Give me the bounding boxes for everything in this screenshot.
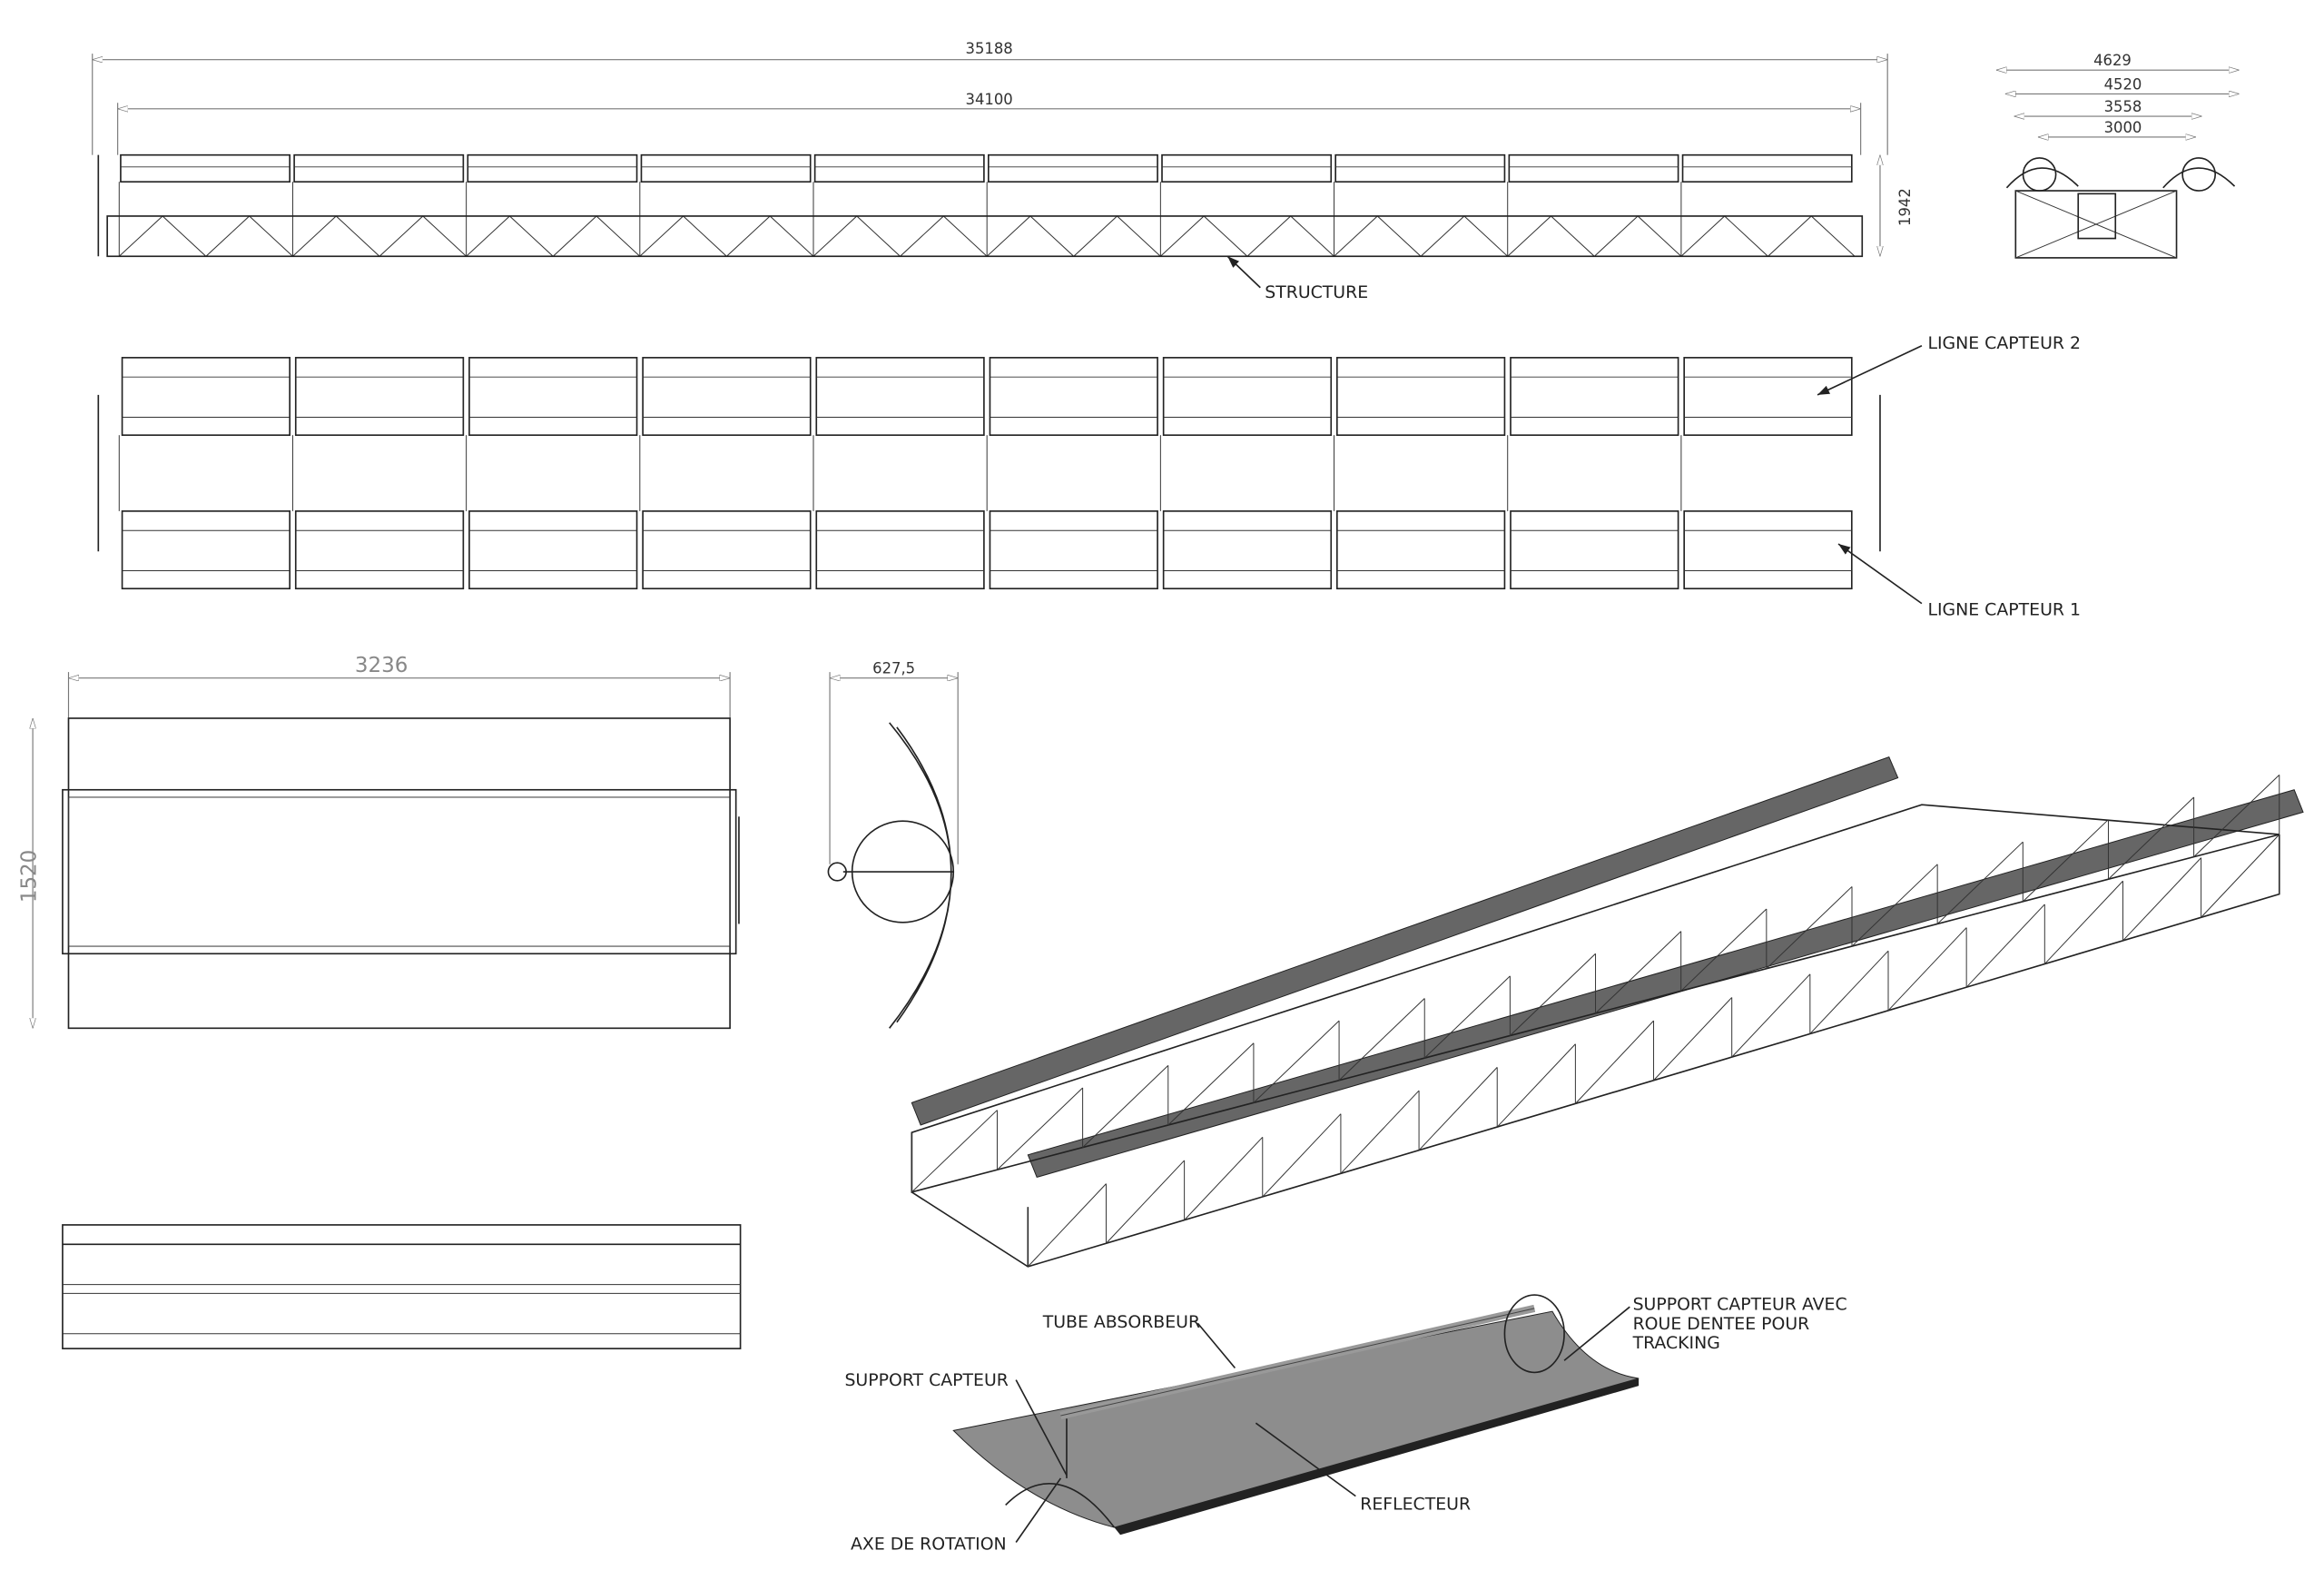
- dim-module-width: 1520: [17, 850, 41, 903]
- label-support-capteur: SUPPORT CAPTEUR: [844, 1370, 1008, 1390]
- collector-module: [121, 357, 290, 437]
- collector-module: [467, 153, 638, 183]
- dim-module-length: 3236: [355, 654, 408, 677]
- collector-module: [1334, 153, 1506, 183]
- collector-module: [989, 510, 1158, 590]
- dim-collector-length: 34100: [966, 91, 1013, 108]
- label-line-1: LIGNE CAPTEUR 1: [1927, 600, 2080, 620]
- label-line-2: LIGNE CAPTEUR 2: [1927, 333, 2080, 353]
- isometric-collector-field: [911, 756, 2304, 1268]
- collector-module: [642, 357, 812, 437]
- collector-module: [1510, 510, 1679, 590]
- end-view: 4629 4520 3558 3000: [1995, 52, 2240, 259]
- section-view: 627,5: [827, 660, 959, 1029]
- collector-rows: [118, 357, 1853, 590]
- collector-module: [1683, 510, 1853, 590]
- dim-end-4629: 4629: [2093, 52, 2132, 69]
- label-support-tracking-1: SUPPORT CAPTEUR AVEC: [1633, 1294, 1847, 1314]
- label-reflecteur: REFLECTEUR: [1360, 1494, 1471, 1514]
- collector-module: [468, 510, 638, 590]
- collector-module: [1681, 153, 1853, 183]
- collector-module: [988, 153, 1158, 183]
- dim-end-3558: 3558: [2104, 98, 2142, 115]
- collector-module: [1162, 510, 1333, 590]
- collector-module: [642, 510, 812, 590]
- collector-module: [1161, 153, 1333, 183]
- collector-module: [293, 153, 465, 183]
- collector-module: [294, 510, 465, 590]
- collector-module: [1508, 153, 1679, 183]
- collector-detail-view: TUBE ABSORBEUR SUPPORT CAPTEUR SUPPORT C…: [844, 1294, 1847, 1555]
- collector-module: [640, 153, 812, 183]
- dim-section-depth: 627,5: [872, 660, 915, 677]
- plan-view: LIGNE CAPTEUR 2 LIGNE CAPTEUR 1: [97, 333, 2081, 620]
- collector-module: [989, 357, 1158, 437]
- collector-module: [468, 357, 638, 437]
- collector-module: [121, 510, 290, 590]
- dim-end-4520: 4520: [2104, 75, 2142, 93]
- label-tube-absorbeur: TUBE ABSORBEUR: [1042, 1312, 1200, 1332]
- collector-module: [1336, 357, 1506, 437]
- label-support-tracking-3: TRACKING: [1632, 1333, 1720, 1353]
- collector-module: [815, 357, 985, 437]
- collector-module: [1336, 510, 1506, 590]
- collector-module: [1683, 357, 1853, 437]
- dim-overall-length: 35188: [966, 40, 1013, 57]
- module-elevation-view: [62, 1224, 742, 1349]
- label-support-tracking-2: ROUE DENTEE POUR: [1633, 1314, 1810, 1334]
- module-plan-view: 3236 1520: [17, 654, 740, 1030]
- collector-module: [120, 153, 290, 183]
- collector-module: [1162, 357, 1333, 437]
- collector-module: [1510, 357, 1679, 437]
- elevation-view: 35188 34100 1942 STRUCTURE: [92, 40, 1914, 302]
- label-axe-rotation: AXE DE ROTATION: [851, 1535, 1007, 1555]
- dim-height: 1942: [1896, 188, 1914, 226]
- collector-module: [294, 357, 465, 437]
- collector-module: [815, 510, 985, 590]
- dim-end-3000: 3000: [2104, 119, 2142, 136]
- label-structure: STRUCTURE: [1265, 282, 1368, 302]
- collector-modules: [118, 153, 1856, 257]
- collector-module: [813, 153, 985, 183]
